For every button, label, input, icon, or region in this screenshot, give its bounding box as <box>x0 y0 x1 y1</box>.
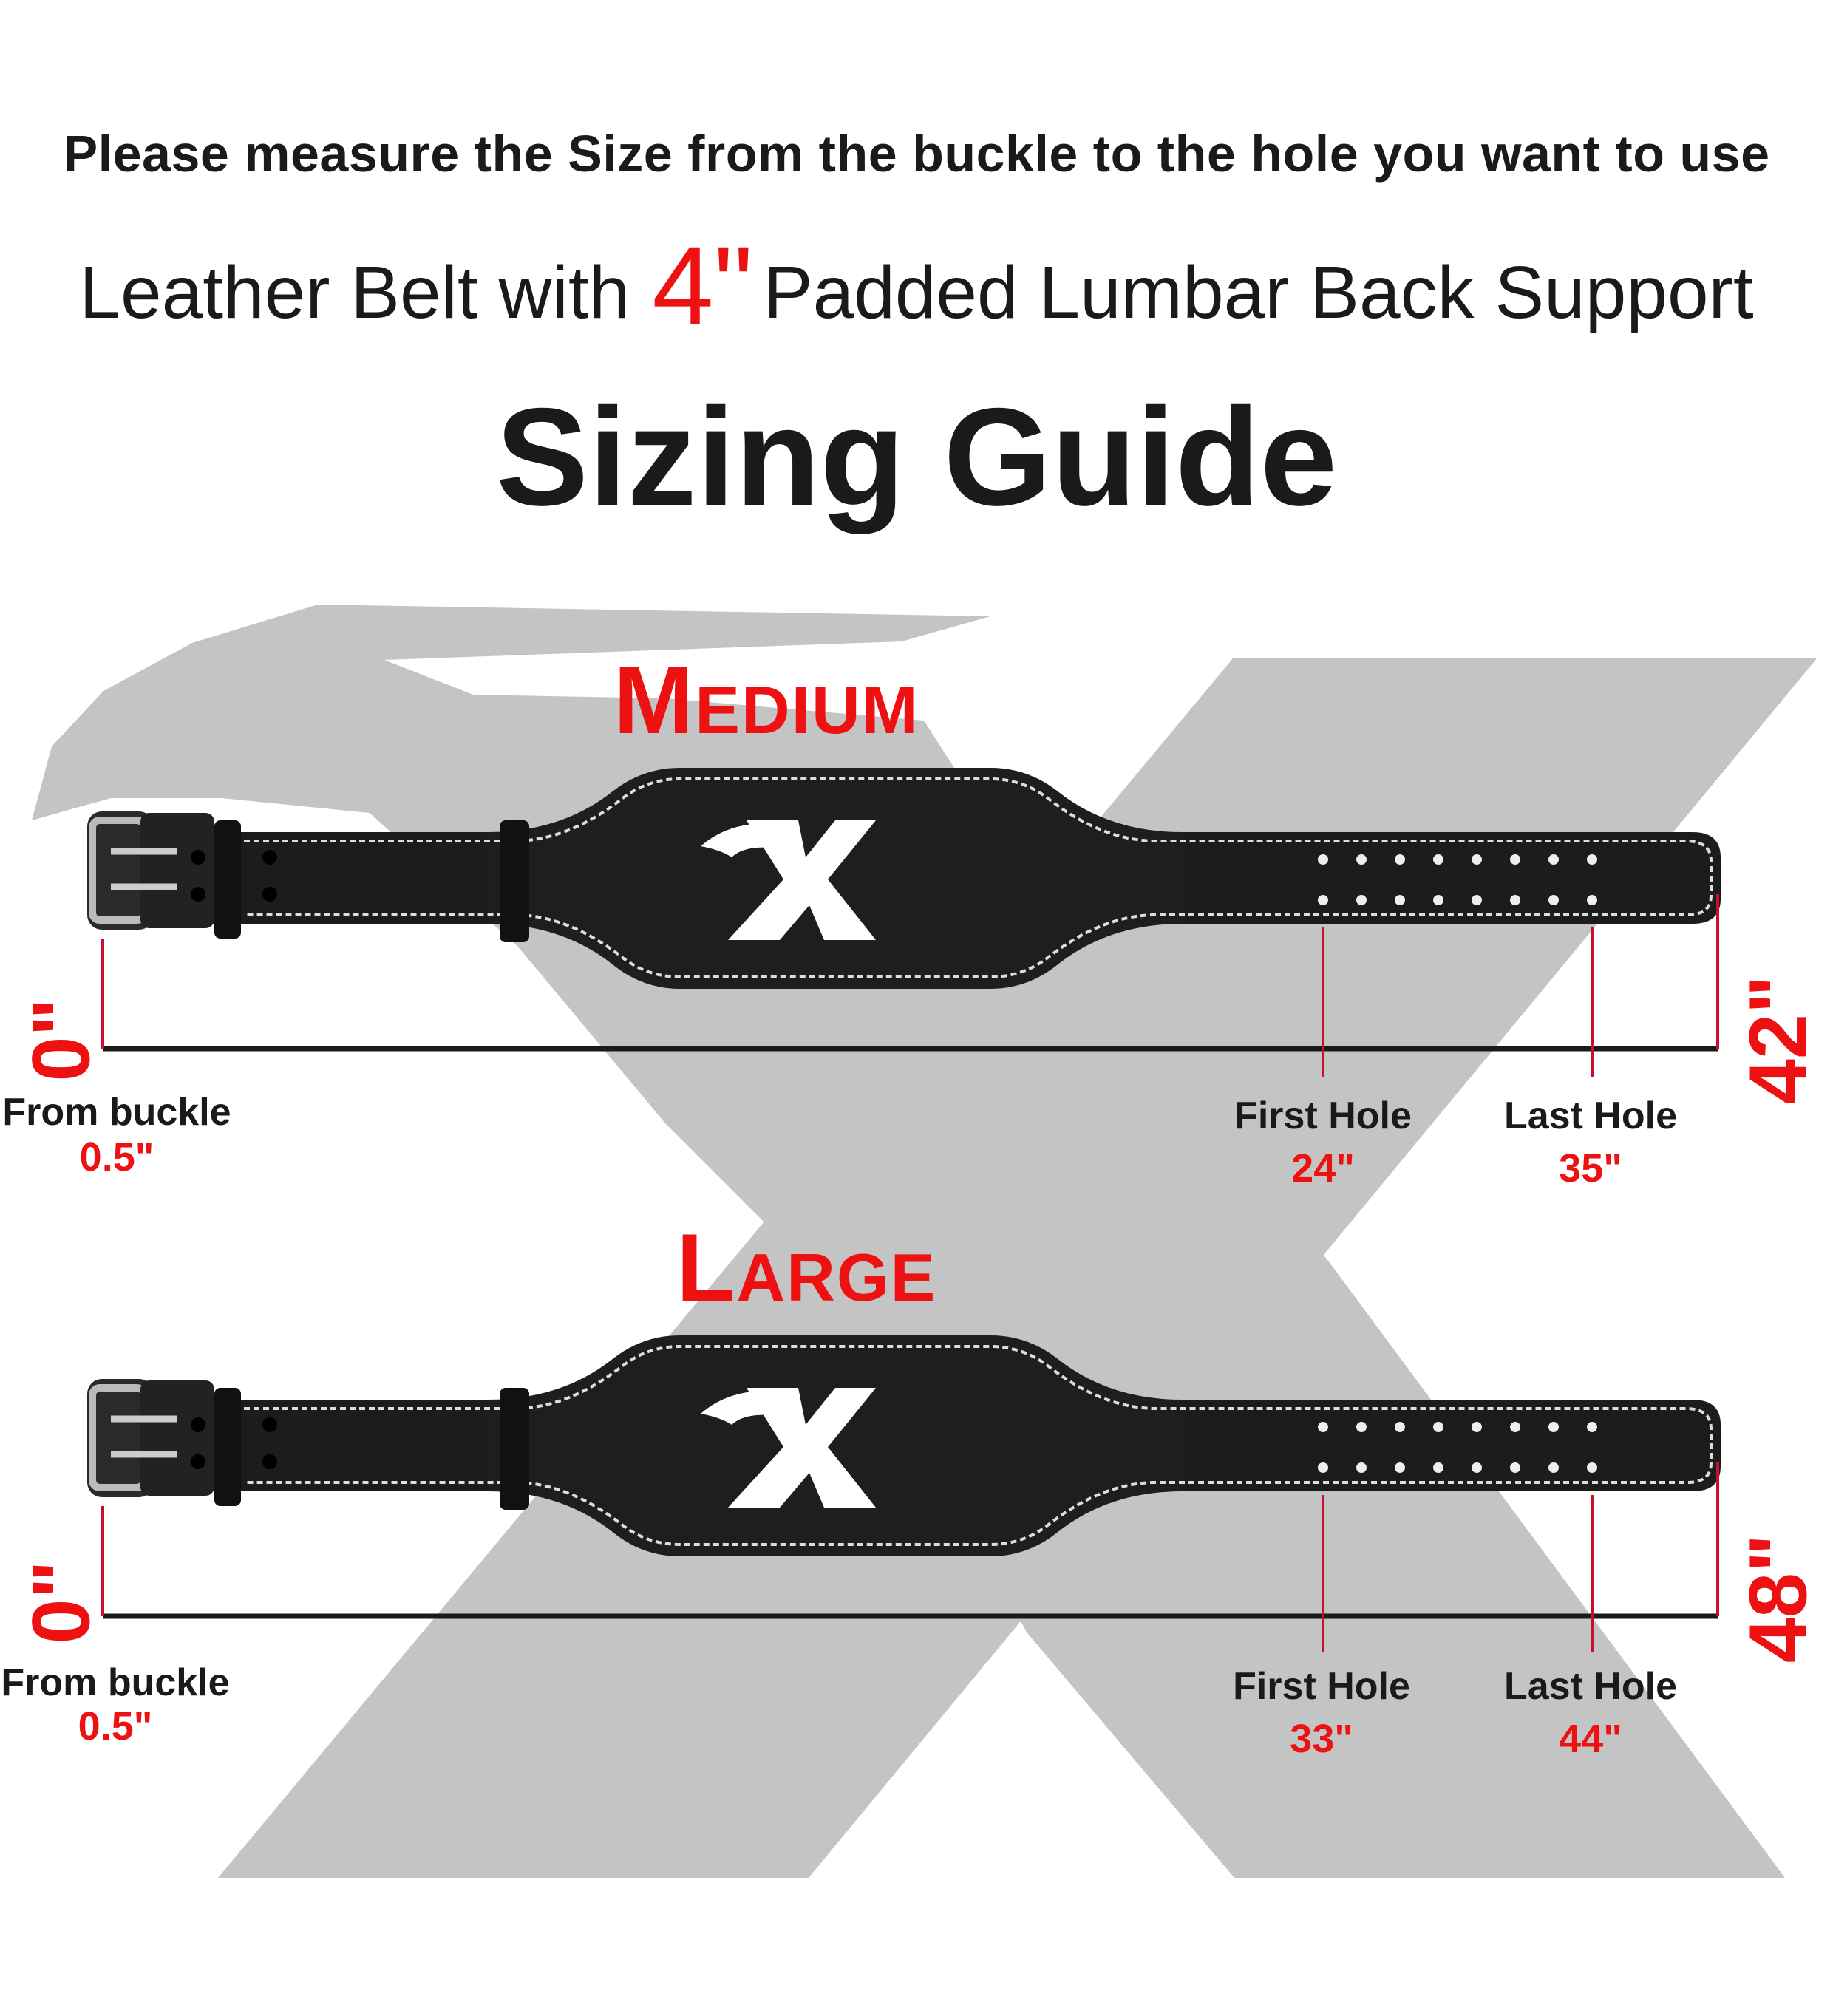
medium-start-value: 0.5" <box>79 1135 154 1179</box>
subtitle-before: Leather Belt with <box>79 251 630 334</box>
medium-belt-image <box>87 768 1721 989</box>
page-title: Sizing Guide <box>495 379 1338 534</box>
large-total-length: 48" <box>1732 1533 1824 1663</box>
size-heading-large: Large <box>676 1213 937 1321</box>
large-measure-lines <box>101 1462 1719 1652</box>
medium-last-hole-label: Last Hole <box>1503 1094 1678 1137</box>
size-heading-medium: Medium <box>613 646 919 754</box>
large-first-hole-value: 33" <box>1290 1717 1353 1761</box>
large-last-hole-label: Last Hole <box>1503 1665 1678 1708</box>
product-subtitle: Leather Belt with 4"Padded Lumbar Back Su… <box>0 222 1833 350</box>
large-start-mark: 0" <box>16 1560 107 1644</box>
medium-first-hole-value: 24" <box>1291 1146 1355 1191</box>
subtitle-after: Padded Lumbar Back Support <box>763 251 1754 334</box>
large-start-value: 0.5" <box>78 1704 153 1748</box>
measurement-instruction: Please measure the Size from the buckle … <box>63 125 1770 183</box>
medium-start-label: From buckle <box>2 1091 231 1134</box>
medium-measure-lines <box>101 894 1719 1077</box>
large-start-label: From buckle <box>1 1661 230 1704</box>
medium-start-mark: 0" <box>16 998 107 1082</box>
large-last-hole-value: 44" <box>1559 1717 1622 1761</box>
large-first-hole-label: First Hole <box>1233 1665 1410 1708</box>
medium-total-length: 42" <box>1732 975 1824 1105</box>
watermark-eagle-stroke <box>32 605 1785 1878</box>
large-belt-image <box>87 1335 1721 1556</box>
medium-last-hole-value: 35" <box>1559 1146 1622 1191</box>
medium-first-hole-label: First Hole <box>1234 1094 1412 1137</box>
width-highlight: 4" <box>652 223 753 347</box>
